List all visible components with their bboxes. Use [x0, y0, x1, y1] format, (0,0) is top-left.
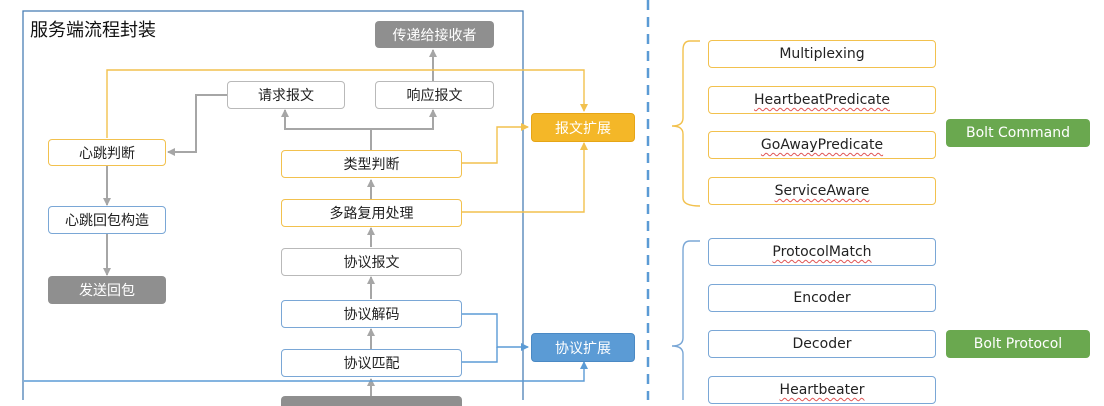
deliver-box: 传递给接收者 — [375, 21, 494, 48]
command-brace — [671, 40, 701, 207]
command-item-label: HeartbeatPredicate — [754, 92, 890, 108]
protocol-brace — [671, 240, 700, 400]
command-item-heartbeat-predicate: HeartbeatPredicate — [708, 86, 936, 114]
connector-type-to-ext — [462, 123, 529, 164]
protocol-item-label: Heartbeater — [779, 382, 865, 398]
frame-title: 服务端流程封装 — [30, 20, 156, 41]
protocol-match-box: 协议匹配 — [281, 349, 462, 377]
msg-ext-box: 报文扩展 — [531, 113, 635, 142]
command-item-multiplexing: Multiplexing — [708, 40, 936, 68]
bolt-protocol-badge: Bolt Protocol — [946, 330, 1090, 358]
protocol-item-protocol-match: ProtocolMatch — [708, 238, 936, 266]
protocol-item-heartbeater: Heartbeater — [708, 376, 936, 404]
send-reply-box: 发送回包 — [48, 276, 166, 304]
request-msg-box: 请求报文 — [227, 81, 345, 109]
arrow-request-to-heartbeat — [167, 94, 227, 156]
connector-match-to-ext — [462, 347, 498, 363]
arrow-type-to-request — [281, 109, 372, 150]
heartbeat-judge-box: 心跳判断 — [48, 139, 166, 166]
protocol-ext-box: 协议扩展 — [531, 333, 635, 362]
multiplex-box: 多路复用处理 — [281, 199, 462, 227]
heartbeat-reply-box: 心跳回包构造 — [48, 206, 166, 234]
command-item-service-aware: ServiceAware — [708, 177, 936, 205]
command-item-label: ServiceAware — [774, 183, 870, 199]
server-frame — [22, 10, 524, 400]
protocol-item-label: ProtocolMatch — [772, 244, 872, 260]
command-item-label: GoAwayPredicate — [760, 137, 884, 153]
connector-heartbeat-to-ext — [106, 69, 588, 138]
type-judge-box: 类型判断 — [281, 150, 462, 178]
arrow-type-to-response — [371, 110, 434, 130]
protocol-decode-box: 协议解码 — [281, 300, 462, 328]
connector-multiplex-to-ext — [462, 142, 588, 213]
connector-decode-to-ext — [462, 313, 529, 351]
connector-frame-to-ext — [24, 361, 588, 382]
bolt-command-badge: Bolt Command — [946, 119, 1090, 147]
response-msg-box: 响应报文 — [375, 81, 494, 109]
protocol-item-decoder: Decoder — [708, 330, 936, 358]
bottom-box-partial — [281, 396, 462, 406]
protocol-msg-box: 协议报文 — [281, 248, 462, 276]
command-item-goaway-predicate: GoAwayPredicate — [708, 131, 936, 159]
protocol-item-encoder: Encoder — [708, 284, 936, 312]
